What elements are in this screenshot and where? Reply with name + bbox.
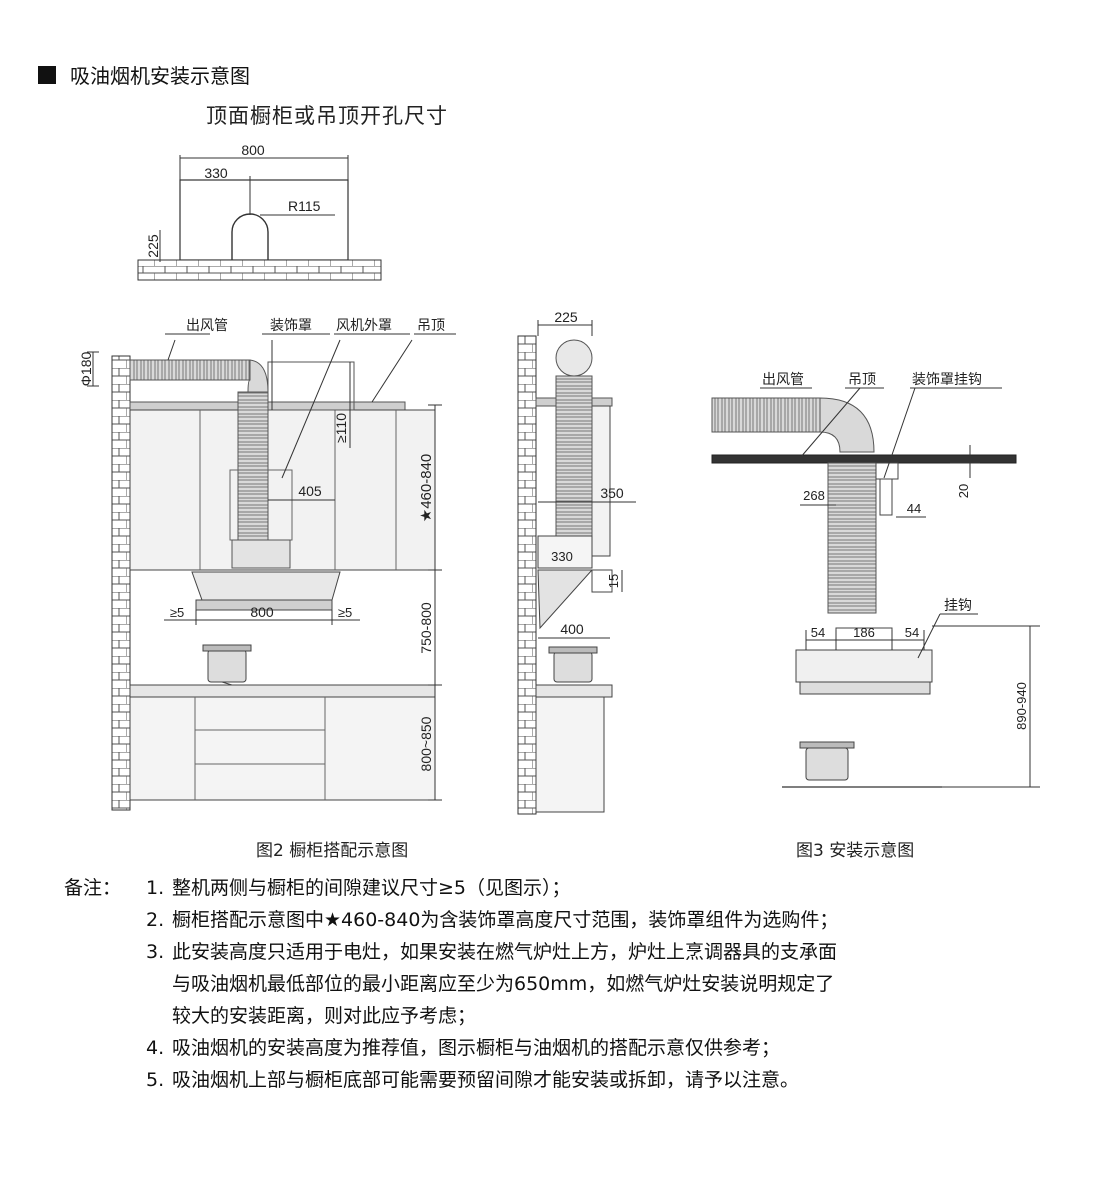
- square-bullet-icon: [38, 65, 56, 84]
- note-item: 4. 吸油烟机的安装高度为推荐值，图示橱柜与油烟机的搭配示意仅供参考；: [64, 1032, 1084, 1064]
- note-item: 3. 此安装高度只适用于电灶，如果安装在燃气炉灶上方，炉灶上烹调器具的支承面: [64, 936, 1084, 968]
- dim-268: 268: [803, 488, 825, 503]
- dim-gap-right: ≥5: [338, 605, 352, 620]
- note-continuation: 较大的安装距离，则对此应予考虑；: [172, 1005, 477, 1027]
- note-number: 1.: [146, 877, 165, 899]
- dim-15: 15: [606, 574, 621, 588]
- dim-r115: R115: [288, 198, 321, 214]
- fig2-front-view: 出风管 装饰罩 风机外罩 吊顶 Φ180 ≥110 405 ★460-840 8…: [78, 317, 456, 811]
- fig3-caption: 图3 安装示意图: [796, 841, 915, 861]
- note-item: 5. 吸油烟机上部与橱柜底部可能需要预留间隙才能安装或拆卸，请予以注意。: [64, 1064, 1084, 1096]
- pot-fig3: [805, 747, 849, 781]
- label-ceiling: 吊顶: [417, 317, 445, 333]
- dim-gap-left: ≥5: [170, 605, 184, 620]
- note-text: 吸油烟机的安装高度为推荐值，图示橱柜与油烟机的搭配示意仅供参考；: [172, 1037, 781, 1059]
- outlet-pipe-vertical-fig3: [827, 462, 877, 614]
- dim-hood-height: 750-800: [418, 602, 434, 654]
- note-item: 备注： 1. 整机两侧与橱柜的间隙建议尺寸≥5（见图示）；: [64, 872, 1084, 904]
- dim-cover-height: ★460-840: [418, 454, 435, 523]
- dim-186: 186: [853, 625, 875, 640]
- top-opening-diagram: 800 330 R115 225: [137, 142, 382, 281]
- wall-left: [111, 355, 131, 811]
- outlet-pipe-vertical: [237, 391, 269, 541]
- label-ceiling-fig3: 吊顶: [848, 371, 876, 387]
- fig3-install-view: 出风管 吊顶 装饰罩挂钩 挂钩 20 268 44 54 186 54 890-…: [711, 371, 1040, 788]
- dim-ge110: ≥110: [333, 413, 349, 443]
- top-diagram-title: 顶面橱柜或吊顶开孔尺寸: [206, 104, 448, 128]
- dim-phi180: Φ180: [78, 352, 94, 387]
- dim-20: 20: [956, 484, 971, 498]
- note-number: 5.: [146, 1069, 165, 1091]
- fig2-side-view: 225 350 330 15 400: [517, 309, 636, 815]
- note-number: 4.: [146, 1037, 165, 1059]
- dim-400: 400: [560, 621, 584, 637]
- side-hood: [537, 569, 594, 630]
- outlet-pipe-horizontal-fig3: [711, 397, 821, 433]
- dim-54-right: 54: [905, 625, 919, 640]
- pot: [207, 649, 247, 683]
- label-outlet-fig3: 出风管: [762, 371, 804, 387]
- lower-cabinet: [129, 696, 436, 801]
- dim-890-940: 890-940: [1014, 682, 1029, 730]
- fig2-caption: 图2 橱柜搭配示意图: [256, 841, 409, 861]
- dim-405: 405: [298, 483, 322, 499]
- notes-label: 备注：: [64, 877, 122, 899]
- note-text: 此安装高度只适用于电灶，如果安装在燃气炉灶上方，炉灶上烹调器具的支承面: [172, 941, 838, 963]
- dim-44: 44: [907, 501, 921, 516]
- note-number: 2.: [146, 909, 165, 931]
- note-text: 吸油烟机上部与橱柜底部可能需要预留间隙才能安装或拆卸，请予以注意。: [172, 1069, 800, 1091]
- label-cover-hook: 装饰罩挂钩: [912, 371, 982, 387]
- outlet-pipe-horizontal: [129, 359, 251, 381]
- label-outlet-pipe: 出风管: [186, 317, 228, 333]
- ceiling-bricks: [137, 259, 382, 281]
- countertop: [129, 684, 436, 698]
- dim-54-left: 54: [811, 625, 825, 640]
- label-cover: 装饰罩: [270, 317, 312, 333]
- note-item: 2. 橱柜搭配示意图中★460-840为含装饰罩高度尺寸范围，装饰罩组件为选购件…: [64, 904, 1084, 936]
- dim-225-top: 225: [145, 234, 161, 258]
- dim-330-top: 330: [204, 165, 228, 181]
- dim-800-top: 800: [241, 142, 265, 158]
- page-title: 吸油烟机安装示意图: [70, 64, 250, 88]
- note-text: 橱柜搭配示意图中★460-840为含装饰罩高度尺寸范围，装饰罩组件为选购件；: [172, 909, 839, 931]
- hood-fig3: [795, 649, 933, 683]
- dim-330-side: 330: [551, 549, 573, 564]
- dim-counter-height: 800~850: [418, 716, 434, 771]
- dim-800-hood: 800: [250, 604, 274, 620]
- note-continuation: 与吸油烟机最低部位的最小距离应至少为650mm，如燃气炉灶安装说明规定了: [172, 973, 835, 995]
- label-hanger: 挂钩: [944, 597, 972, 613]
- dim-350: 350: [600, 485, 624, 501]
- hood: [191, 571, 341, 601]
- section-header: 吸油烟机安装示意图: [38, 60, 250, 89]
- label-fan-cover: 风机外罩: [336, 317, 392, 333]
- note-number: 3.: [146, 941, 165, 963]
- note-text: 整机两侧与橱柜的间隙建议尺寸≥5（见图示）；: [172, 877, 571, 899]
- notes-section: 备注： 1. 整机两侧与橱柜的间隙建议尺寸≥5（见图示）； 2. 橱柜搭配示意图…: [64, 872, 1084, 1096]
- dim-225-side: 225: [554, 309, 578, 325]
- fan-box: [231, 539, 291, 569]
- wall-side: [517, 335, 537, 815]
- pipe-top-section: [555, 339, 593, 377]
